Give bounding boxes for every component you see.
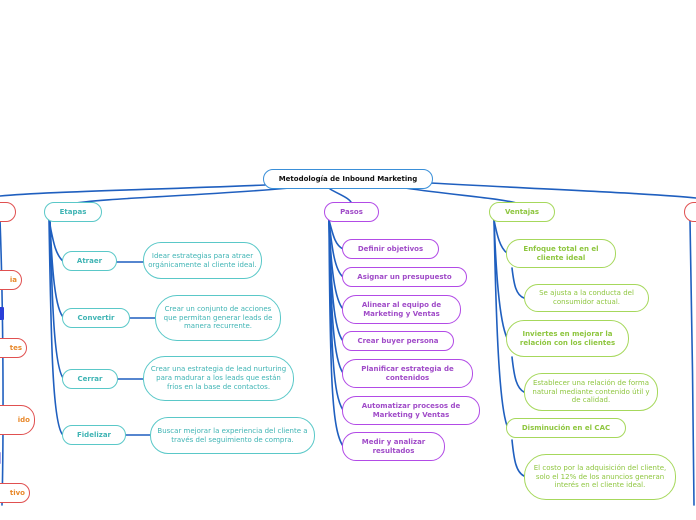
left-node-2[interactable]: tes: [0, 338, 27, 358]
paso-3[interactable]: Alinear al equipo de Marketing y Ventas: [342, 295, 461, 324]
paso-4[interactable]: Crear buyer persona: [342, 331, 454, 351]
etapa-convertir[interactable]: Convertir: [62, 308, 130, 328]
ventajas-node[interactable]: Ventajas: [489, 202, 555, 222]
etapas-node[interactable]: Etapas: [44, 202, 102, 222]
etapa-convertir-desc[interactable]: Crear un conjunto de acciones que permit…: [155, 295, 281, 341]
left-fragment-4: tivo: [9, 488, 25, 497]
left-fragment-2: tes: [9, 343, 22, 352]
paso-2[interactable]: Asignar un presupuesto: [342, 267, 467, 287]
left-fragment-3: ido: [17, 415, 30, 424]
paso-7[interactable]: Medir y analizar resultados: [342, 432, 445, 461]
etapas-label: Etapas: [59, 207, 87, 216]
left-fragment-1: ia: [9, 275, 17, 284]
etapa-atraer[interactable]: Atraer: [62, 251, 117, 271]
etapa-atraer-desc[interactable]: Idear estrategias para atraer orgánicame…: [143, 242, 262, 279]
ventajas-label: Ventajas: [504, 207, 540, 216]
etapa-cerrar[interactable]: Cerrar: [62, 369, 118, 389]
left-square-small-icon: [0, 452, 1, 464]
left-square-icon: [0, 307, 4, 320]
right-node-top[interactable]: [684, 202, 696, 222]
paso-5[interactable]: Planificar estrategia de contenidos: [342, 359, 473, 388]
etapa-fidelizar[interactable]: Fidelizar: [62, 425, 126, 445]
ventaja-enfoque-desc[interactable]: Se ajusta a la conducta del consumidor a…: [524, 284, 649, 312]
left-node-top[interactable]: [0, 202, 16, 222]
ventaja-cac[interactable]: Disminución en el CAC: [506, 418, 626, 438]
ventaja-relacion[interactable]: Inviertes en mejorar la relación con los…: [506, 320, 629, 357]
ventaja-cac-desc[interactable]: El costo por la adquisición del cliente,…: [524, 454, 676, 500]
etapa-fidelizar-desc[interactable]: Buscar mejorar la experiencia del client…: [150, 417, 315, 454]
left-node-1[interactable]: ia: [0, 270, 22, 290]
ventaja-relacion-desc[interactable]: Establecer una relación de forma natural…: [524, 373, 658, 411]
left-node-4[interactable]: tivo: [0, 483, 30, 503]
paso-1[interactable]: Definir objetivos: [342, 239, 439, 259]
ventaja-enfoque[interactable]: Enfoque total en el cliente ideal: [506, 239, 616, 268]
pasos-label: Pasos: [340, 207, 363, 216]
etapa-cerrar-desc[interactable]: Crear una estrategia de lead nurturing p…: [143, 356, 294, 401]
pasos-node[interactable]: Pasos: [324, 202, 379, 222]
root-node[interactable]: Metodología de Inbound Marketing: [263, 169, 433, 189]
paso-6[interactable]: Automatizar procesos de Marketing y Vent…: [342, 396, 480, 425]
left-node-3[interactable]: ido: [0, 405, 35, 435]
root-label: Metodología de Inbound Marketing: [278, 174, 418, 183]
